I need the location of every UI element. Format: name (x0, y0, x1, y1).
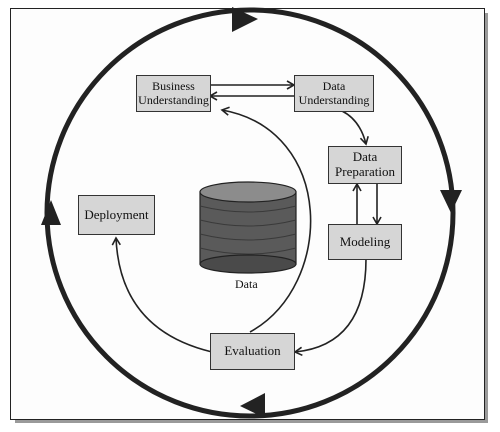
outer-cycle-arrowhead-top (232, 7, 258, 32)
phase-business-understanding-line-1: Business (152, 78, 195, 93)
outer-cycle-arrowhead-bottom (240, 393, 265, 418)
frame-shadow-right (484, 13, 488, 422)
phase-modeling: Modeling (328, 224, 402, 260)
phase-business-understanding-line-2: Understanding (138, 92, 209, 107)
phase-deployment-label: Deployment (84, 206, 149, 222)
arrow-modeling-to-evaluation (293, 258, 367, 357)
data-label: Data (235, 277, 258, 291)
phase-data-preparation: Data Preparation (328, 146, 402, 184)
phase-data-understanding-line-2: Understanding (298, 92, 370, 107)
frame-shadow-bottom (15, 419, 488, 423)
phase-modeling-label: Modeling (339, 233, 391, 249)
phase-evaluation-label: Evaluation (224, 343, 281, 359)
phase-data-understanding-line-1: Data (322, 78, 346, 93)
phase-data-understanding: Data Understanding (294, 75, 374, 112)
phase-deployment: Deployment (78, 195, 155, 235)
outer-cycle-arrowhead-right (440, 190, 462, 213)
phase-evaluation: Evaluation (210, 333, 295, 370)
phase-business-understanding: Business Understanding (136, 75, 211, 112)
outer-cycle-arrowhead-left (41, 200, 61, 225)
data-cylinder-icon (199, 181, 297, 274)
arrow-du-to-dp (341, 110, 369, 146)
phase-data-preparation-line-1: Data (352, 149, 378, 165)
phase-data-preparation-line-2: Preparation (335, 164, 395, 179)
arrow-evaluation-to-bu (220, 106, 312, 333)
arrow-evaluation-to-deployment (111, 236, 213, 353)
